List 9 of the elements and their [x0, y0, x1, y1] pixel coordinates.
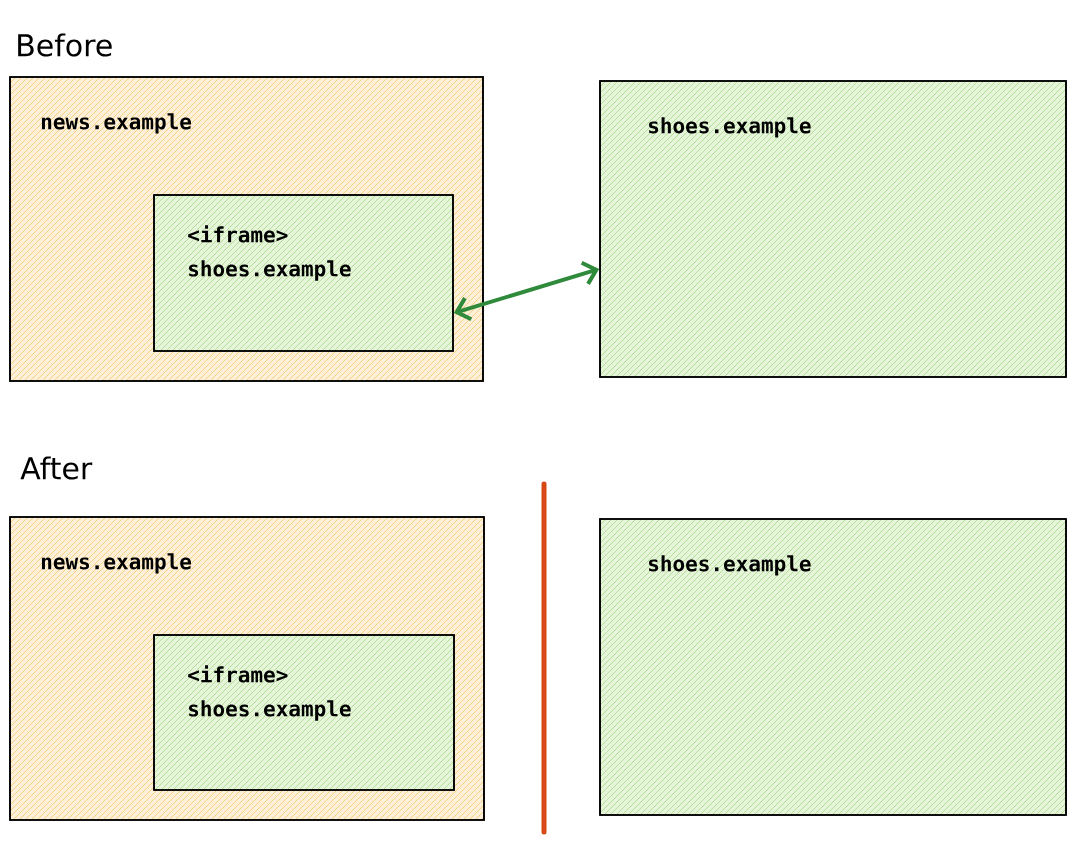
section-heading: Before	[18, 33, 112, 57]
box-label: news.example	[41, 553, 192, 574]
box-label: news.example	[41, 113, 192, 134]
box-label: <iframe> shoes.example	[188, 665, 351, 721]
box-label: shoes.example	[648, 555, 811, 576]
box-label: shoes.example	[648, 117, 811, 138]
section-heading: After	[20, 456, 93, 480]
arrow	[453, 261, 600, 321]
box-label: <iframe> shoes.example	[188, 225, 351, 281]
